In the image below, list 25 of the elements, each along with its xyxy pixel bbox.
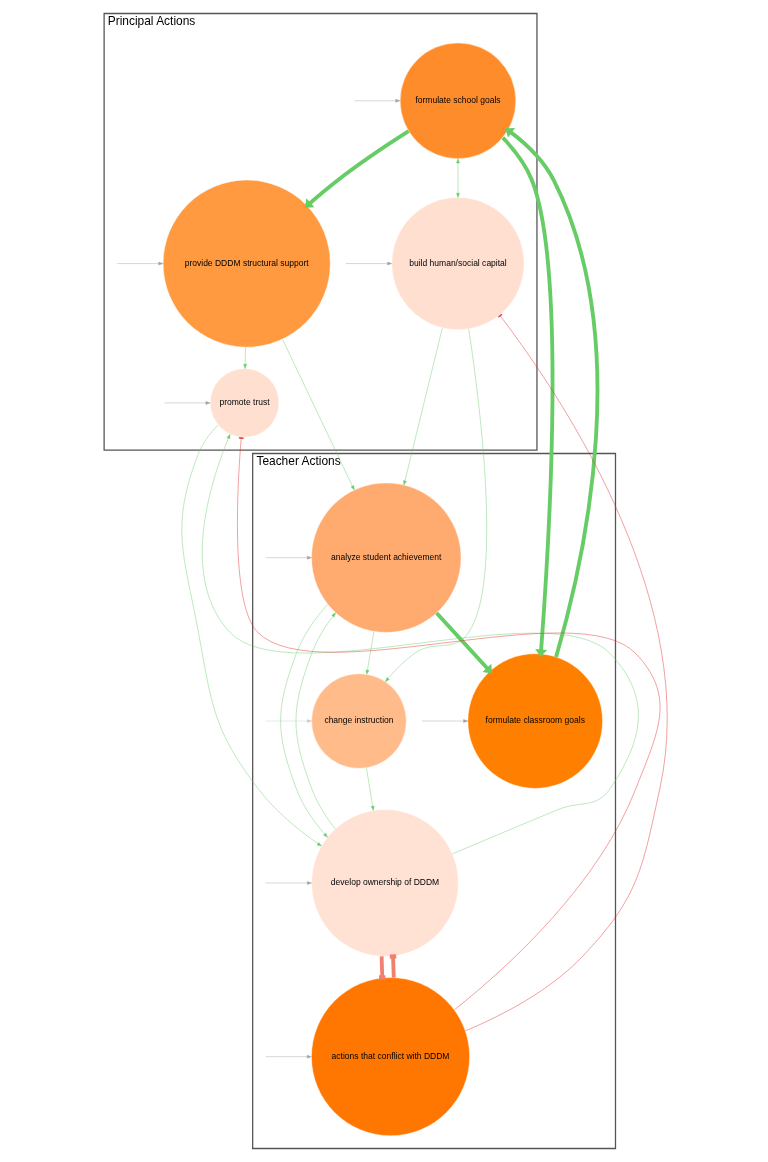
connector (465, 313, 667, 1032)
arrow (295, 612, 336, 830)
arrow (345, 261, 392, 266)
arrow (202, 434, 639, 855)
arrow (365, 631, 375, 675)
node-circle: provide DDDM structural support (162, 179, 331, 348)
node-circle: change instruction (311, 673, 407, 769)
node-circle: build human/social capital (391, 197, 525, 330)
arrow (403, 327, 443, 486)
arrow (243, 347, 247, 369)
connector (237, 436, 661, 1011)
arrow (265, 1054, 312, 1059)
arrow (435, 611, 493, 674)
arrow (181, 424, 322, 847)
arrow (385, 328, 487, 682)
arrow (265, 555, 312, 560)
arrow (366, 767, 375, 811)
arrow (280, 604, 328, 838)
node-circle: formulate classroom goals (467, 653, 603, 789)
arrow (505, 127, 600, 658)
arrow (501, 136, 555, 657)
arrow (282, 339, 355, 491)
arrow (304, 129, 410, 208)
arrow (456, 158, 460, 198)
arrow (116, 261, 164, 266)
